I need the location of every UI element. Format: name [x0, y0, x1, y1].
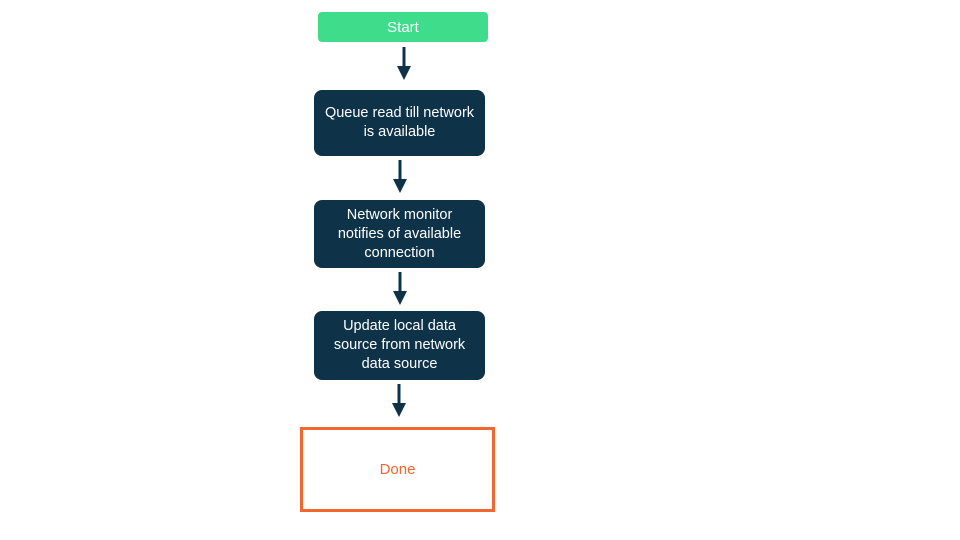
flow-node-done: Done — [300, 427, 495, 512]
flow-node-queue-read: Queue read till network is available — [314, 90, 485, 156]
flow-arrow-down-icon — [393, 160, 407, 193]
flow-arrow-down-icon — [393, 272, 407, 305]
flow-arrow-down-icon — [392, 384, 406, 417]
flow-node-start: Start — [318, 12, 488, 42]
flow-node-update-local-data: Update local data source from network da… — [314, 311, 485, 380]
flow-node-network-monitor: Network monitor notifies of available co… — [314, 200, 485, 268]
flow-arrow-down-icon — [397, 47, 411, 80]
